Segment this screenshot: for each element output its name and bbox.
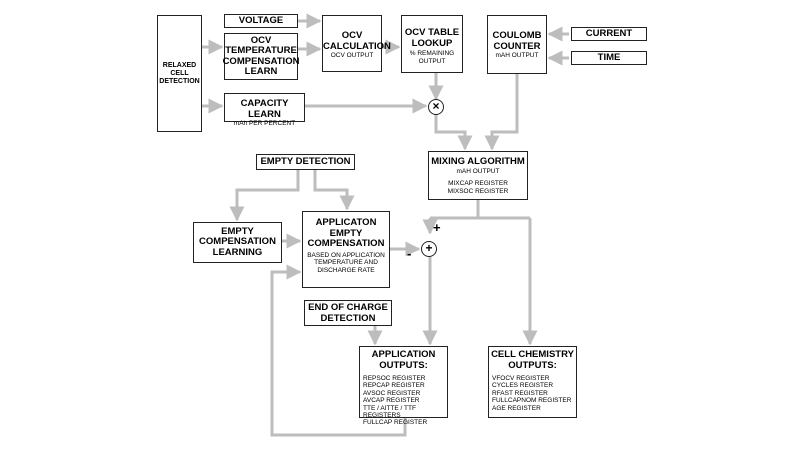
- connector-emptydet-right: [313, 170, 355, 211]
- current-title: CURRENT: [585, 28, 633, 39]
- voltage-title: VOLTAGE: [238, 15, 284, 26]
- end-of-charge-detection-block: END OF CHARGE DETECTION: [304, 300, 392, 326]
- plus-sign: +: [433, 220, 441, 235]
- application-outputs-title: APPLICATION OUTPUTS:: [371, 349, 436, 371]
- mixing-algorithm-title: MIXING ALGORITHM: [431, 156, 525, 167]
- cell-chemistry-outputs-registers: VFOCV REGISTER CYCLES REGISTER RFAST REG…: [492, 375, 572, 412]
- coulomb-counter-subtitle: mAH OUTPUT: [495, 52, 539, 59]
- relaxed-cell-detection-block: RELAXED CELL DETECTION: [157, 15, 202, 132]
- empty-detection-title: EMPTY DETECTION: [260, 156, 351, 167]
- ocv-table-lookup-title: OCV TABLE LOOKUP: [404, 27, 460, 49]
- coulomb-counter-title: COULOMB COUNTER: [492, 30, 542, 52]
- connector-multiply-to-mixing: [434, 114, 473, 151]
- coulomb-counter-block: COULOMB COUNTER mAH OUTPUT: [487, 15, 547, 74]
- ocv-table-lookup-block: OCV TABLE LOOKUP % REMAINING OUTPUT: [401, 15, 463, 73]
- sum-operator: +: [421, 241, 437, 257]
- application-empty-compensation-block: APPLICATON EMPTY COMPENSATION BASED ON A…: [302, 211, 390, 288]
- mixing-algorithm-subtitle: mAH OUTPUT: [456, 167, 500, 175]
- relaxed-cell-detection-title: RELAXED CELL DETECTION: [159, 61, 200, 85]
- application-outputs-block: APPLICATION OUTPUTS: REPSOC REGISTER REP…: [359, 346, 448, 426]
- empty-compensation-learning-block: EMPTY COMPENSATION LEARNING: [193, 222, 282, 263]
- application-outputs-registers: REPSOC REGISTER REPCAP REGISTER AVSOC RE…: [363, 375, 428, 427]
- cell-chemistry-outputs-title: CELL CHEMISTRY OUTPUTS:: [491, 349, 574, 371]
- connector-emptydet-left: [229, 170, 300, 222]
- mixing-algorithm-registers: MIXCAP REGISTER MIXSOC REGISTER: [447, 180, 509, 195]
- mixing-algorithm-block: MIXING ALGORITHM mAH OUTPUT MIXCAP REGIS…: [428, 151, 528, 200]
- time-block: TIME: [571, 51, 647, 65]
- connector-coulomb-to-mixing: [484, 74, 519, 151]
- capacity-learn-subtitle: mAh PER PERCENT: [233, 120, 296, 127]
- current-block: CURRENT: [571, 27, 647, 41]
- empty-detection-block: EMPTY DETECTION: [256, 154, 355, 170]
- ocv-calculation-title: OCV CALCULATION: [323, 30, 391, 52]
- application-empty-compensation-subtitle: BASED ON APPLICATION TEMPERATURE AND DIS…: [307, 251, 385, 274]
- ocv-calculation-block: OCV CALCULATION OCV OUTPUT: [322, 15, 391, 72]
- ocv-table-lookup-subtitle: % REMAINING OUTPUT: [409, 50, 455, 65]
- cell-chemistry-outputs-block: CELL CHEMISTRY OUTPUTS: VFOCV REGISTER C…: [488, 346, 577, 418]
- capacity-learn-title: CAPACITY LEARN: [240, 98, 289, 120]
- capacity-learn-block: CAPACITY LEARN mAh PER PERCENT: [224, 93, 305, 127]
- application-empty-compensation-title: APPLICATON EMPTY COMPENSATION: [307, 217, 385, 249]
- voltage-block: VOLTAGE: [224, 14, 298, 28]
- connector-feedback-loop: [270, 264, 407, 437]
- ocv-temperature-compensation-block: OCV TEMPERATURE COMPENSATION LEARN: [222, 33, 300, 80]
- multiply-operator: ×: [428, 99, 444, 115]
- minus-sign: -: [407, 246, 412, 261]
- ocv-temperature-compensation-title: OCV TEMPERATURE COMPENSATION LEARN: [222, 34, 300, 77]
- ocv-calculation-subtitle: OCV OUTPUT: [330, 52, 374, 59]
- time-title: TIME: [597, 52, 621, 63]
- end-of-charge-detection-title: END OF CHARGE DETECTION: [308, 302, 388, 324]
- empty-compensation-learning-title: EMPTY COMPENSATION LEARNING: [199, 225, 276, 258]
